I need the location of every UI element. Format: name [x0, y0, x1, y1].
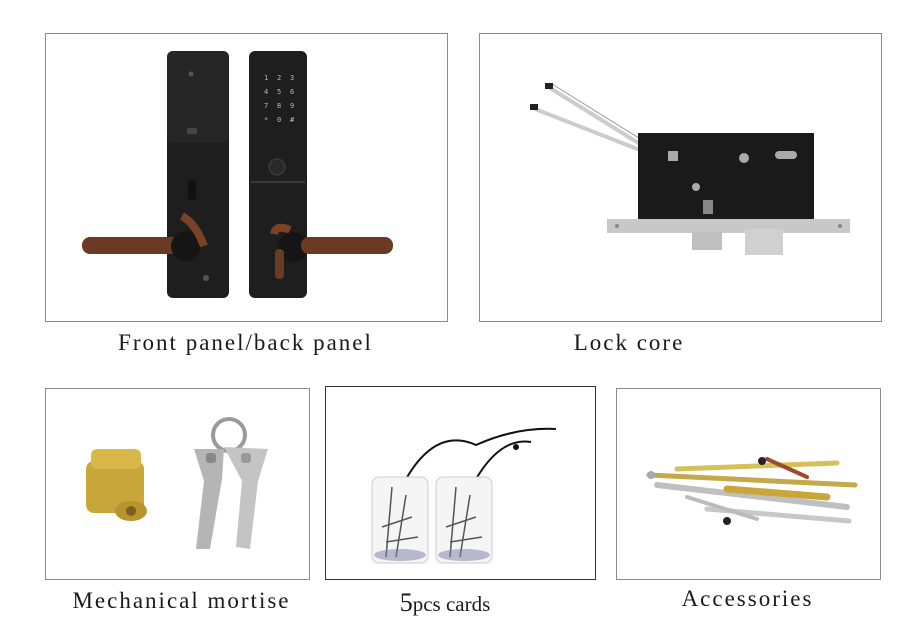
front-back-panel-image: 1 2 3 4 5 6 7 8 9 * 0 # [45, 33, 448, 322]
svg-text:*: * [264, 116, 268, 124]
svg-text:8: 8 [277, 102, 281, 110]
svg-text:3: 3 [290, 74, 294, 82]
cards-caption-text: pcs cards [412, 592, 491, 616]
svg-text:0: 0 [277, 116, 281, 124]
svg-text:#: # [290, 116, 295, 124]
mechanical-mortise-caption: Mechanical mortise [72, 588, 291, 613]
cards-image [325, 386, 596, 580]
front-back-panel-caption: Front panel/back panel [118, 330, 373, 355]
cards-caption-number: 5 [399, 588, 413, 617]
lock-core-image [479, 33, 882, 322]
svg-text:1: 1 [264, 74, 268, 82]
svg-text:6: 6 [290, 88, 294, 96]
svg-text:9: 9 [290, 102, 294, 110]
accessories-image [616, 388, 881, 580]
mechanical-mortise-image [45, 388, 310, 580]
svg-text:2: 2 [277, 74, 281, 82]
cards-caption: 5pcs cards [335, 588, 555, 618]
lock-core-caption: Lock core [573, 330, 685, 355]
accessories-caption: Accessories [681, 586, 814, 611]
svg-text:5: 5 [277, 88, 281, 96]
svg-text:4: 4 [264, 88, 268, 96]
svg-text:7: 7 [264, 102, 268, 110]
